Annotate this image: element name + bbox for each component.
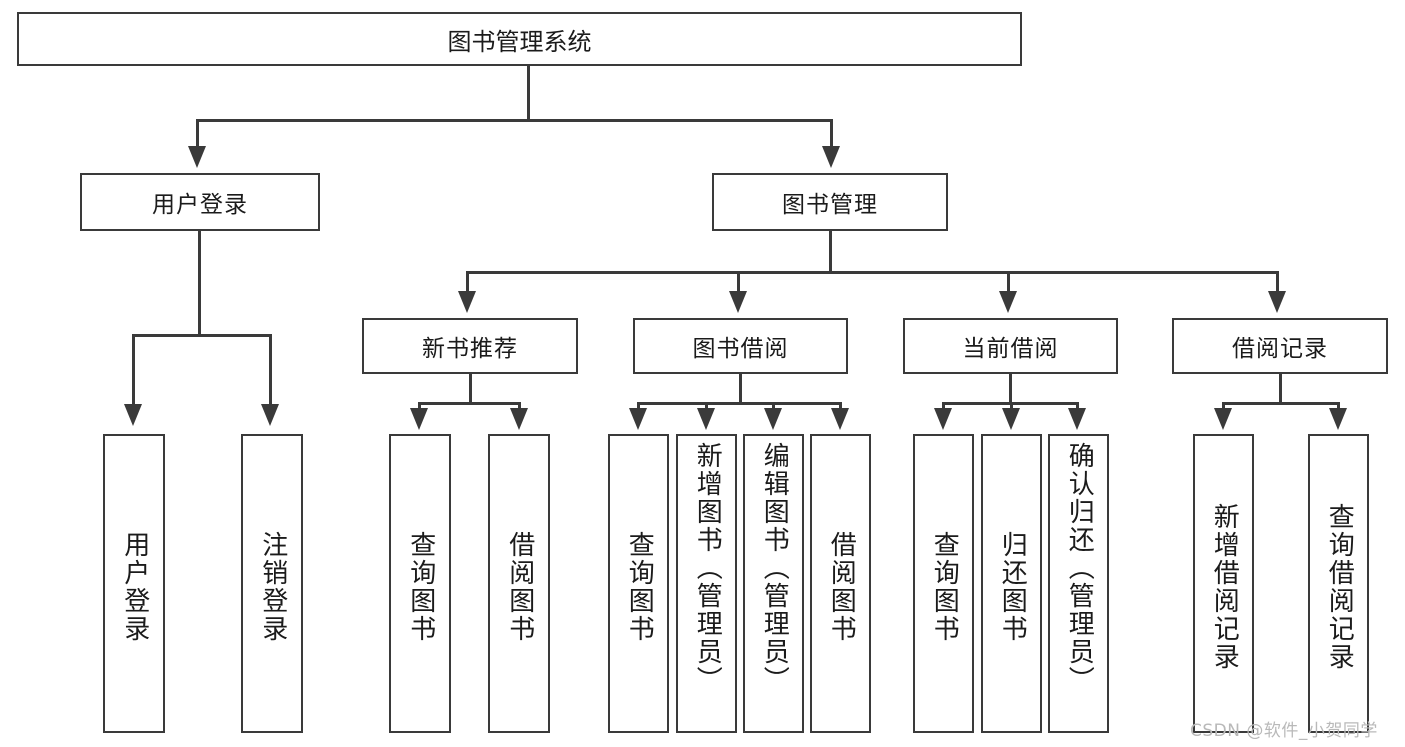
leaf-borrow-book-new-recommend[interactable]: 借阅图书 [488, 434, 550, 733]
arrowhead-to-user-login [188, 146, 206, 168]
leaf-label: 编辑图书（管理员） [759, 442, 790, 694]
connector-book-borrow-leaf2 [705, 402, 708, 410]
connector-user-login-leaf1 [132, 334, 135, 406]
connector-current-borrow-leaf1 [942, 402, 945, 410]
connector-current-borrow-leaf3 [1076, 402, 1079, 410]
connector-user-login-leaf2 [269, 334, 272, 406]
node-book-management[interactable]: 图书管理 [712, 173, 948, 231]
connector-book-mgmt-stem [829, 231, 832, 273]
node-borrow-record[interactable]: 借阅记录 [1172, 318, 1388, 374]
arrowhead-leaf-add-book [697, 408, 715, 430]
arrowhead-leaf-query-book-3 [934, 408, 952, 430]
node-label: 当前借阅 [962, 336, 1059, 362]
arrowhead-leaf-borrow-book-1 [510, 408, 528, 430]
node-label: 借阅记录 [1232, 336, 1328, 362]
node-user-login[interactable]: 用户登录 [80, 173, 320, 231]
node-label: 图书管理 [782, 192, 878, 218]
connector-current-borrow-stem [1009, 374, 1012, 404]
connector-new-book-leaf1 [418, 402, 421, 410]
connector-root-bar [196, 119, 833, 122]
node-root-system[interactable]: 图书管理系统 [17, 12, 1022, 66]
node-label: 图书管理系统 [447, 27, 592, 56]
leaf-label: 查询图书 [624, 530, 655, 643]
connector-root-to-book-mgmt [830, 119, 833, 148]
arrowhead-to-borrow-record [1268, 291, 1286, 313]
leaf-label: 查询图书 [405, 530, 436, 643]
leaf-label: 归还图书 [997, 530, 1028, 643]
leaf-add-borrow-record[interactable]: 新增借阅记录 [1193, 434, 1254, 733]
leaf-user-login[interactable]: 用户登录 [103, 434, 165, 733]
connector-book-borrow-leaf3 [772, 402, 775, 410]
connector-borrow-record-stem [1279, 374, 1282, 404]
leaf-label: 借阅图书 [504, 530, 535, 643]
connector-book-mgmt-bar [466, 271, 1279, 274]
connector-user-login-bar [132, 334, 272, 337]
arrowhead-leaf-borrow-book-2 [831, 408, 849, 430]
connector-book-borrow-bar [637, 402, 842, 405]
leaf-label: 新增借阅记录 [1209, 502, 1240, 671]
arrowhead-leaf-logout [261, 404, 279, 426]
connector-root-stem [527, 66, 530, 121]
leaf-label: 查询借阅记录 [1324, 502, 1355, 671]
connector-to-current-borrow [1007, 271, 1010, 293]
connector-borrow-record-bar [1222, 402, 1340, 405]
leaf-query-book-current[interactable]: 查询图书 [913, 434, 974, 733]
node-label: 用户登录 [152, 192, 248, 218]
connector-borrow-record-leaf1 [1222, 402, 1225, 410]
connector-book-borrow-leaf4 [839, 402, 842, 410]
connector-current-borrow-leaf2 [1010, 402, 1013, 410]
node-book-borrow[interactable]: 图书借阅 [633, 318, 848, 374]
leaf-add-book-admin[interactable]: 新增图书（管理员） [676, 434, 737, 733]
leaf-confirm-return-admin[interactable]: 确认归还（管理员） [1048, 434, 1109, 733]
leaf-label: 确认归还（管理员） [1064, 442, 1095, 694]
arrowhead-leaf-add-record [1214, 408, 1232, 430]
arrowhead-leaf-confirm-return [1068, 408, 1086, 430]
arrowhead-to-book-borrow [729, 291, 747, 313]
connector-new-book-bar [418, 402, 521, 405]
arrowhead-to-current-borrow [999, 291, 1017, 313]
leaf-edit-book-admin[interactable]: 编辑图书（管理员） [743, 434, 804, 733]
leaf-label: 新增图书（管理员） [692, 442, 723, 694]
arrowhead-leaf-edit-book [764, 408, 782, 430]
leaf-query-borrow-record[interactable]: 查询借阅记录 [1308, 434, 1369, 733]
arrowhead-leaf-return-book [1002, 408, 1020, 430]
connector-new-book-stem [469, 374, 472, 404]
node-label: 图书借阅 [692, 336, 789, 362]
leaf-label: 注销登录 [257, 530, 288, 643]
arrowhead-to-new-book [458, 291, 476, 313]
connector-to-new-book [466, 271, 469, 293]
connector-borrow-record-leaf2 [1337, 402, 1340, 410]
arrowhead-leaf-user-login [124, 404, 142, 426]
leaf-label: 查询图书 [929, 530, 960, 643]
node-new-book-recommend[interactable]: 新书推荐 [362, 318, 578, 374]
connector-user-login-stem [198, 231, 201, 336]
node-current-borrow[interactable]: 当前借阅 [903, 318, 1118, 374]
leaf-label: 借阅图书 [826, 530, 857, 643]
node-label: 新书推荐 [422, 336, 518, 362]
arrowhead-leaf-query-book-2 [629, 408, 647, 430]
leaf-query-book-new-recommend[interactable]: 查询图书 [389, 434, 451, 733]
connector-book-borrow-stem [739, 374, 742, 404]
arrowhead-leaf-query-record [1329, 408, 1347, 430]
leaf-logout[interactable]: 注销登录 [241, 434, 303, 733]
connector-to-borrow-record [1276, 271, 1279, 293]
leaf-query-book-borrow[interactable]: 查询图书 [608, 434, 669, 733]
connector-new-book-leaf2 [518, 402, 521, 410]
leaf-borrow-book[interactable]: 借阅图书 [810, 434, 871, 733]
connector-root-to-user-login [196, 119, 199, 148]
leaf-return-book[interactable]: 归还图书 [981, 434, 1042, 733]
connector-book-borrow-leaf1 [637, 402, 640, 410]
leaf-label: 用户登录 [119, 530, 150, 643]
watermark: CSDN @软件_小贺同学 [1190, 721, 1378, 741]
arrowhead-leaf-query-book-1 [410, 408, 428, 430]
connector-to-book-borrow [737, 271, 740, 293]
arrowhead-to-book-mgmt [822, 146, 840, 168]
